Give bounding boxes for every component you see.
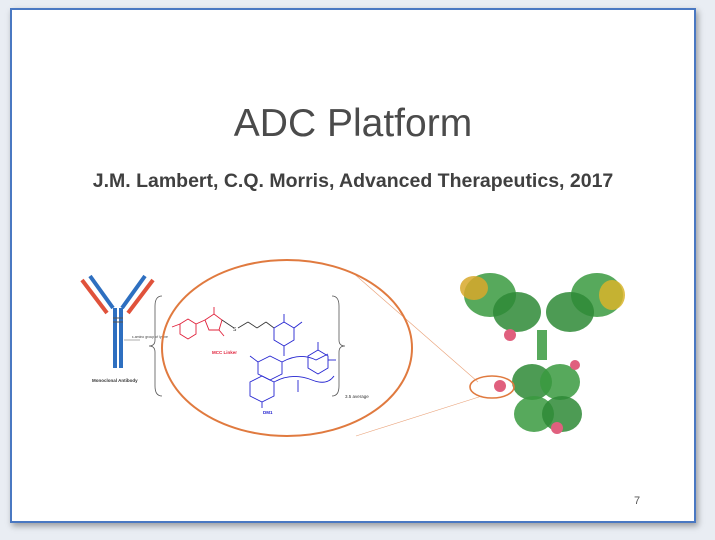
thioether-chain xyxy=(221,319,275,329)
mcc-linker-structure xyxy=(171,307,225,340)
antibody-label: Monoclonal Antibody xyxy=(92,378,138,383)
antibody-diagram-icon xyxy=(80,274,155,368)
svg-text:S: S xyxy=(233,327,237,333)
antibody-protein-structure xyxy=(460,273,625,434)
left-bracket xyxy=(148,295,163,397)
adc-figure: Monoclonal Antibody ε-amino group of lys… xyxy=(80,259,625,437)
zoom-ellipse xyxy=(161,259,413,437)
page-number: 7 xyxy=(634,495,641,507)
payload-highlight-ellipse xyxy=(469,375,515,399)
linker-label: MCC Linker xyxy=(212,350,237,355)
zoom-line-top xyxy=(351,271,479,383)
ratio-label: 3.5 average xyxy=(345,394,369,399)
slide: ADC Platform J.M. Lambert, C.Q. Morris, … xyxy=(10,8,696,523)
linker-note: ε-amino group of lysine xyxy=(132,335,168,339)
zoom-line-bottom xyxy=(355,395,483,437)
slide-title: ADC Platform xyxy=(233,102,473,145)
dm1-structure xyxy=(249,314,336,408)
drug-label: DM1 xyxy=(263,410,273,415)
right-bracket xyxy=(331,295,346,397)
slide-subtitle: J.M. Lambert, C.Q. Morris, Advanced Ther… xyxy=(92,170,614,192)
